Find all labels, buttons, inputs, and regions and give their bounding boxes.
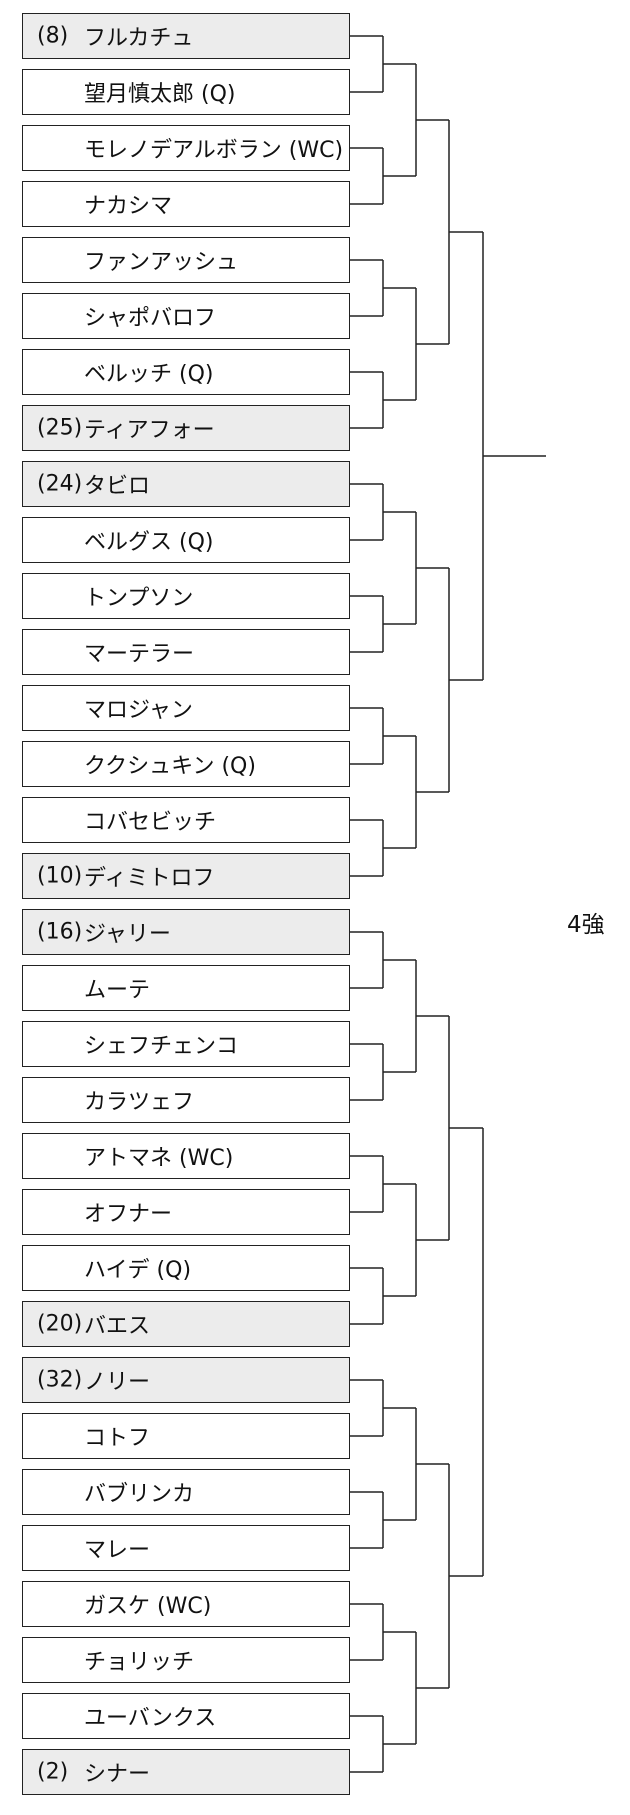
player-name: チョリッチ	[84, 1650, 195, 1675]
seed-label: (10)	[37, 863, 83, 889]
player-entry: (2) シナー	[22, 1749, 350, 1795]
player-entry: (25)ティアフォー	[22, 405, 350, 451]
player-entry: モレノデアルボラン (WC)	[22, 125, 350, 171]
seed-label: (20)	[37, 1311, 83, 1337]
player-name: ベルグス (Q)	[84, 530, 214, 555]
player-name: ベルッチ (Q)	[84, 362, 214, 387]
player-name: コトフ	[84, 1426, 151, 1451]
player-entry: ガスケ (WC)	[22, 1581, 350, 1627]
player-name: タビロ	[84, 474, 151, 499]
player-name: ユーバンクス	[84, 1706, 217, 1731]
player-entry: カラツェフ	[22, 1077, 350, 1123]
player-entry: (8) フルカチュ	[22, 13, 350, 59]
player-name: マロジャン	[84, 698, 193, 723]
seed-label: (25)	[37, 415, 83, 441]
player-name: ナカシマ	[84, 194, 173, 219]
player-name: ファンアッシュ	[84, 250, 239, 275]
player-entry: (10)ディミトロフ	[22, 853, 350, 899]
player-name: 望月慎太郎 (Q)	[84, 82, 236, 107]
player-name: ムーテ	[84, 978, 151, 1003]
player-entry: 望月慎太郎 (Q)	[22, 69, 350, 115]
player-entry: ベルッチ (Q)	[22, 349, 350, 395]
player-name: オフナー	[84, 1202, 173, 1227]
player-entry: ベルグス (Q)	[22, 517, 350, 563]
player-entry: マーテラー	[22, 629, 350, 675]
seed-label: (32)	[37, 1367, 83, 1393]
player-name: バエス	[84, 1314, 151, 1339]
player-entry: ククシュキン (Q)	[22, 741, 350, 787]
player-name: シナー	[84, 1762, 151, 1787]
player-name: ククシュキン (Q)	[84, 754, 256, 779]
player-entry: トンプソン	[22, 573, 350, 619]
player-entry: (16)ジャリー	[22, 909, 350, 955]
player-name: ノリー	[84, 1370, 151, 1395]
player-name: シャポバロフ	[84, 306, 217, 331]
semifinal-label: 4強	[567, 912, 605, 938]
seed-label: (16)	[37, 919, 83, 945]
player-entry: ムーテ	[22, 965, 350, 1011]
player-name: マレー	[84, 1538, 151, 1563]
player-entry: ナカシマ	[22, 181, 350, 227]
player-entry: マロジャン	[22, 685, 350, 731]
player-entry: ファンアッシュ	[22, 237, 350, 283]
player-entry: (32)ノリー	[22, 1357, 350, 1403]
player-name: トンプソン	[84, 586, 194, 611]
player-entry: ハイデ (Q)	[22, 1245, 350, 1291]
seed-label: (2)	[37, 1759, 69, 1785]
player-name: コバセビッチ	[84, 810, 217, 835]
player-entry: マレー	[22, 1525, 350, 1571]
player-entry: オフナー	[22, 1189, 350, 1235]
player-name: カラツェフ	[84, 1090, 195, 1115]
player-name: モレノデアルボラン (WC)	[84, 138, 344, 163]
player-entry: アトマネ (WC)	[22, 1133, 350, 1179]
player-entry: (20)バエス	[22, 1301, 350, 1347]
player-name: ジャリー	[84, 922, 171, 947]
seed-label: (8)	[37, 23, 69, 49]
player-name: シェフチェンコ	[84, 1034, 239, 1059]
player-entry: シャポバロフ	[22, 293, 350, 339]
player-entry: ユーバンクス	[22, 1693, 350, 1739]
player-entry: コトフ	[22, 1413, 350, 1459]
player-entry: チョリッチ	[22, 1637, 350, 1683]
player-name: ハイデ (Q)	[84, 1258, 192, 1283]
seed-label: (24)	[37, 471, 83, 497]
player-name: ディミトロフ	[84, 866, 215, 891]
player-name: ティアフォー	[84, 418, 215, 443]
player-entry: (24)タビロ	[22, 461, 350, 507]
player-entry: コバセビッチ	[22, 797, 350, 843]
player-name: バブリンカ	[84, 1482, 195, 1507]
player-name: マーテラー	[84, 642, 195, 667]
player-entry: シェフチェンコ	[22, 1021, 350, 1067]
player-entry: バブリンカ	[22, 1469, 350, 1515]
player-name: ガスケ (WC)	[84, 1594, 212, 1619]
player-name: アトマネ (WC)	[84, 1146, 234, 1171]
player-name: フルカチュ	[84, 26, 194, 51]
